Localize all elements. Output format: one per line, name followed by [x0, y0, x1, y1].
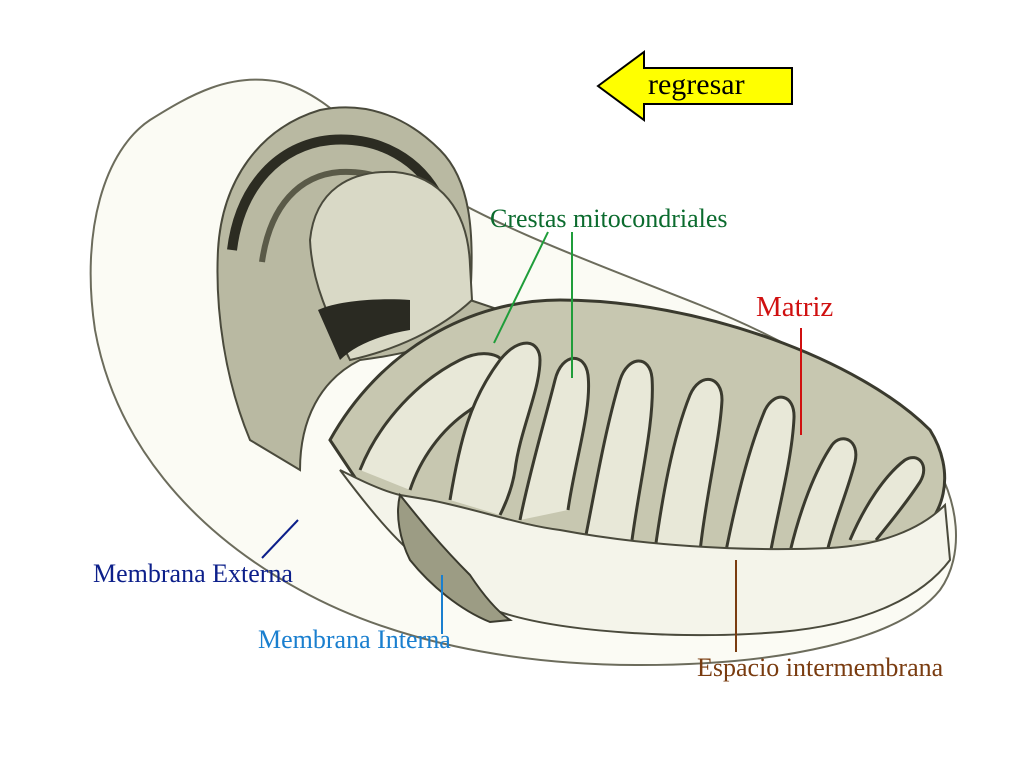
inner-membrane-band [397, 492, 513, 624]
crista-5 [653, 377, 724, 553]
back-arrow-button[interactable]: regresar [596, 50, 796, 122]
crista-4 [583, 359, 654, 541]
crista-3 [518, 356, 591, 521]
label-membrana-interna: Membrana Interna [258, 625, 451, 654]
crista-6 [723, 395, 796, 557]
label-espacio-intermembrana: Espacio intermembrana [697, 653, 944, 682]
crista-8 [848, 456, 926, 541]
back-button-label: regresar [648, 68, 745, 101]
cut-edge-rim [227, 134, 445, 251]
label-crestas-mitocondriales: Crestas mitocondriales [490, 204, 728, 233]
left-arrow-icon [596, 50, 793, 122]
crista-7 [788, 437, 858, 553]
externa-leader [261, 519, 299, 559]
crista-2 [448, 341, 542, 516]
label-matriz: Matriz [756, 291, 834, 323]
dome-dark-pocket [318, 299, 410, 360]
crestas-leader-1 [493, 231, 549, 344]
label-membrana-externa: Membrana Externa [93, 559, 293, 588]
cristae-group [358, 341, 926, 557]
